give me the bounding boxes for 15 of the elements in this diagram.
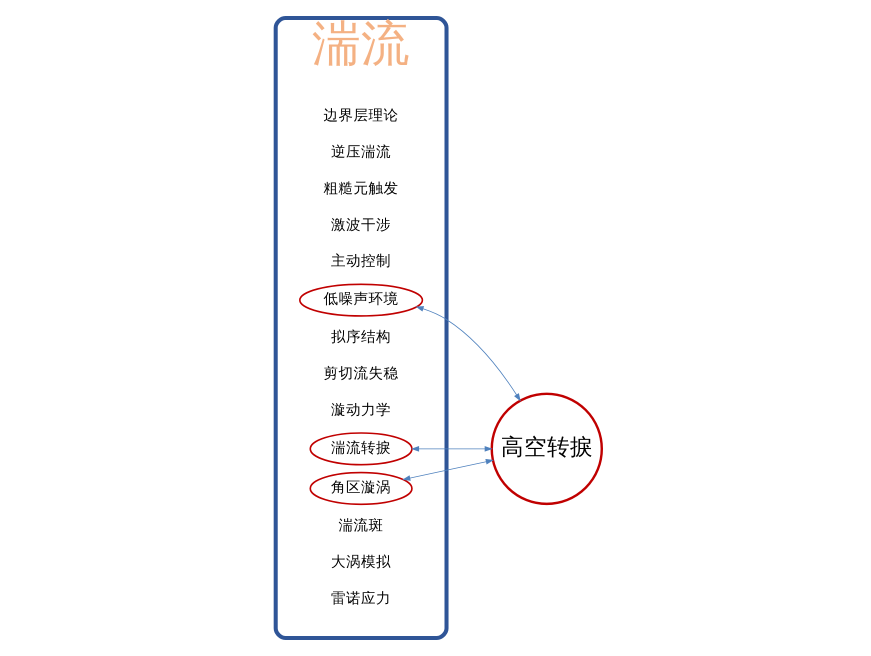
node-text: 拟序结构 [331,328,392,346]
node-text: 漩动力学 [331,401,392,418]
arrow [410,446,493,452]
node-text: 大涡模拟 [331,553,392,570]
node-text: 逆压湍流 [331,144,392,161]
arrow [402,458,494,481]
node-text: 雷诺应力 [331,590,392,607]
node-text: 边界层理论 [324,107,399,124]
node-text: 粗糙元触发 [324,180,399,197]
arrow [416,306,521,402]
node-text: 剪切流失稳 [324,365,399,382]
node-text: 主动控制 [331,252,392,270]
node-ellipse: 湍流转捩 [309,432,413,466]
node-text: 湍流斑 [338,517,384,534]
node-text: 激波干涉 [331,216,392,234]
